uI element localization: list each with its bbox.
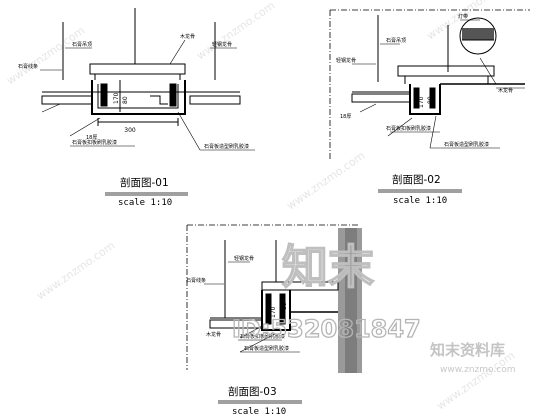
- dimension-right: 80: [122, 96, 129, 104]
- watermark-layer: 知末 ID:532081847 知末资料库 www.znzmo.com: [231, 239, 515, 375]
- note-label: 灯带: [458, 13, 468, 20]
- note-label: 石膏吊顶: [386, 37, 406, 44]
- section-scale: scale 1:10: [393, 196, 447, 206]
- note-label: 轻钢龙骨: [212, 41, 232, 48]
- watermark-brand: 知末资料库: [430, 341, 505, 359]
- dimension-left: 170: [113, 92, 120, 104]
- diagonal-watermark: www.znzmo.com: [284, 149, 367, 213]
- section-title: 剖面图-02: [392, 173, 441, 186]
- section-01-caption: 剖面图-01 scale 1:10: [105, 176, 188, 208]
- section-03-annotations: 170 80 轻钢龙骨 石膏线条 木龙骨 石膏板扣板刷乳胶漆 石膏板造型刷乳胶漆: [186, 255, 289, 352]
- note-label: 轻钢龙骨: [234, 255, 254, 262]
- note-label: 18厚: [86, 135, 97, 141]
- dimension-right: 80: [281, 302, 288, 310]
- watermark-id: ID:532081847: [232, 315, 421, 343]
- section-02-caption: 剖面图-02 scale 1:10: [378, 173, 462, 206]
- note-label: 18厚: [340, 114, 351, 120]
- watermark-logo-text: 知末: [282, 240, 374, 294]
- note-label: 石膏吊顶: [72, 41, 92, 48]
- note-label: 石膏板造型刷乳胶漆: [204, 143, 249, 150]
- dimension-right: 80: [427, 96, 434, 104]
- dimension-left: 170: [418, 96, 425, 108]
- section-title: 剖面图-01: [120, 176, 169, 189]
- section-03-caption: 剖面图-03 scale 1:10: [218, 385, 302, 417]
- note-label: 石膏线条: [18, 63, 38, 70]
- note-label: 木龙骨: [206, 331, 221, 338]
- note-label: 石膏板造型刷乳胶漆: [444, 141, 489, 148]
- watermark-url: www.znzmo.com: [440, 365, 515, 375]
- section-scale: scale 1:10: [232, 407, 286, 417]
- section-03-wall: [338, 228, 362, 373]
- note-label: 石膏板扣板刷乳胶漆: [72, 139, 117, 146]
- section-01-annotations: 300 170 80 石膏吊顶 石膏线条 轻钢龙骨 木龙骨 18厚 石膏板扣板刷…: [18, 33, 249, 150]
- section-scale: scale 1:10: [118, 198, 172, 208]
- section-01-drawing: [40, 8, 255, 151]
- section-03-drawing: [204, 240, 339, 353]
- note-label: 石膏板扣板刷乳胶漆: [240, 333, 285, 340]
- diagonal-watermark: www.znzmo.com: [34, 239, 117, 303]
- section-03-frame: [186, 224, 360, 370]
- dimension-bottom: 300: [124, 127, 136, 134]
- section-02-drawing: [351, 15, 525, 149]
- section-title: 剖面图-03: [228, 385, 277, 398]
- note-label: 石膏板扣板刷乳胶漆: [386, 125, 431, 132]
- note-label: 轻钢龙骨: [336, 57, 356, 64]
- diagonal-watermark: www.znzmo.com: [4, 24, 87, 88]
- diagonal-watermark: www.znzmo.com: [194, 0, 277, 62]
- note-label: 木龙骨: [498, 87, 513, 94]
- note-label: 木龙骨: [180, 33, 195, 40]
- note-label: 石膏板造型刷乳胶漆: [244, 345, 289, 352]
- dimension-left: 170: [270, 306, 277, 318]
- section-02-frame: [329, 9, 530, 160]
- section-02-annotations: 170 80 石膏吊顶 轻钢龙骨 灯带 木龙骨 18厚 石膏板扣板刷乳胶漆 石膏…: [336, 13, 513, 148]
- note-label: 石膏线条: [186, 277, 206, 284]
